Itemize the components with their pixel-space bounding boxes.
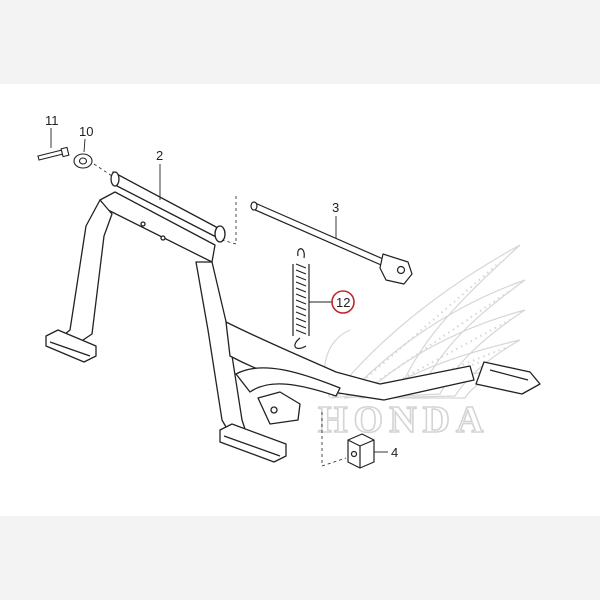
leader-10 xyxy=(83,138,86,153)
callout-2: 2 xyxy=(156,148,163,163)
part-3-shaft[interactable] xyxy=(250,201,413,285)
part-11-pin[interactable] xyxy=(37,146,70,161)
callout-10: 10 xyxy=(79,124,93,139)
callout-4: 4 xyxy=(391,445,398,460)
guide-10-to-2 xyxy=(93,163,113,177)
part-4-rubber-block[interactable] xyxy=(347,433,375,469)
brand-wordmark: HONDA xyxy=(318,399,489,441)
highlight-ring-12 xyxy=(331,290,355,314)
callout-3: 3 xyxy=(332,200,339,215)
callout-11: 11 xyxy=(45,113,59,128)
part-12-spring[interactable] xyxy=(292,248,310,350)
diagram-panel xyxy=(0,84,600,516)
brand-watermark: HONDA xyxy=(317,244,526,442)
guide-3-to-2 xyxy=(221,196,237,245)
guide-4-to-2 xyxy=(321,412,347,467)
part-2-main-stand[interactable] xyxy=(45,171,541,463)
part-10-washer[interactable] xyxy=(73,153,93,169)
callout-12[interactable]: 12 xyxy=(336,295,350,310)
